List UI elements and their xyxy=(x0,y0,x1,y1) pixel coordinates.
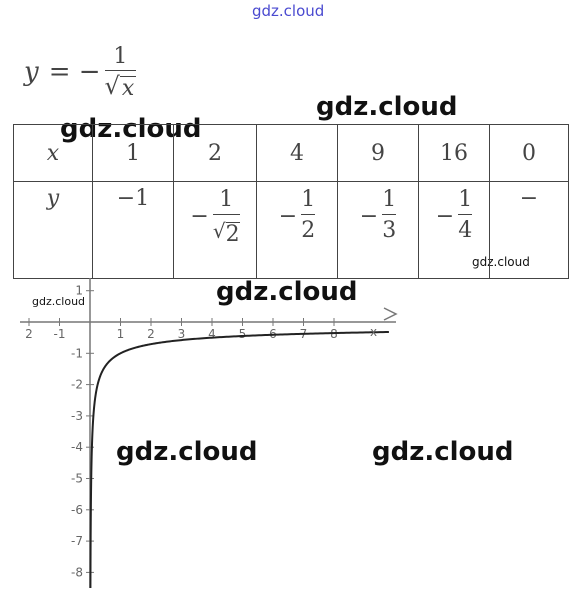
table-cell-x: 16 xyxy=(418,124,490,182)
table-header-y: y xyxy=(13,181,93,279)
y-tick-label: -2 xyxy=(71,378,83,392)
x-tick-label: 5 xyxy=(239,327,247,341)
x-tick-label: 3 xyxy=(178,327,186,341)
y-tick-label: -8 xyxy=(71,565,83,579)
watermark: gdz.cloud xyxy=(372,437,514,467)
table-cell-x: 2 xyxy=(173,124,257,182)
x-tick-label: 2 xyxy=(147,327,155,341)
x-axis-label: x xyxy=(370,325,377,339)
y-ticks: 1 -1 -2 -3 -4 -5 -6 -7 -8 xyxy=(71,284,94,579)
y-tick-label: -4 xyxy=(71,440,83,454)
table-cell-x: 1 xyxy=(92,124,174,182)
table-cell-x: 4 xyxy=(256,124,338,182)
watermark: gdz.cloud xyxy=(32,295,86,308)
table-row-x: x 1 2 4 9 16 0 xyxy=(13,124,569,182)
table-header-x: x xyxy=(13,124,93,182)
y-tick-label: -6 xyxy=(71,503,83,517)
watermark: gdz.cloud xyxy=(216,277,358,307)
y-tick-label: -7 xyxy=(71,534,83,548)
formula-numerator: 1 xyxy=(113,43,128,69)
y-fraction: − 1 √2 xyxy=(190,187,240,247)
watermark: gdz.cloud xyxy=(116,437,258,467)
formula-lhs: y xyxy=(24,57,39,87)
sqrt-icon: √ xyxy=(212,219,226,243)
table-cell-x: 9 xyxy=(337,124,419,182)
function-formula: y = − 1 √x xyxy=(24,38,137,106)
table-cell-y: −1 xyxy=(92,181,174,279)
y-tick-label: 1 xyxy=(75,284,83,298)
sqrt-icon: √ xyxy=(104,71,120,100)
x-tick-label: 4 xyxy=(208,327,216,341)
fraction-bar xyxy=(104,69,137,71)
y-tick-label: -1 xyxy=(71,346,83,360)
table-cell-y: − 1 √2 xyxy=(173,181,257,279)
formula-fraction: 1 √x xyxy=(104,43,137,101)
y-tick-label: -3 xyxy=(71,409,83,423)
x-tick-label: -1 xyxy=(54,327,66,341)
formula-equals: = − xyxy=(48,57,101,87)
formula-radicand: x xyxy=(119,75,137,101)
formula-denominator: √x xyxy=(105,71,137,101)
y-tick-label: -5 xyxy=(71,472,83,486)
x-tick-label: 1 xyxy=(117,327,125,341)
watermark-top: gdz.cloud xyxy=(252,2,325,20)
function-curve xyxy=(89,331,389,589)
table-cell-x: 0 xyxy=(489,124,569,182)
x-tick-label: 2 xyxy=(25,327,33,341)
table-cell-y: − xyxy=(489,181,569,279)
x-axis-arrow-icon xyxy=(383,307,398,321)
watermark: gdz.cloud xyxy=(316,92,458,122)
